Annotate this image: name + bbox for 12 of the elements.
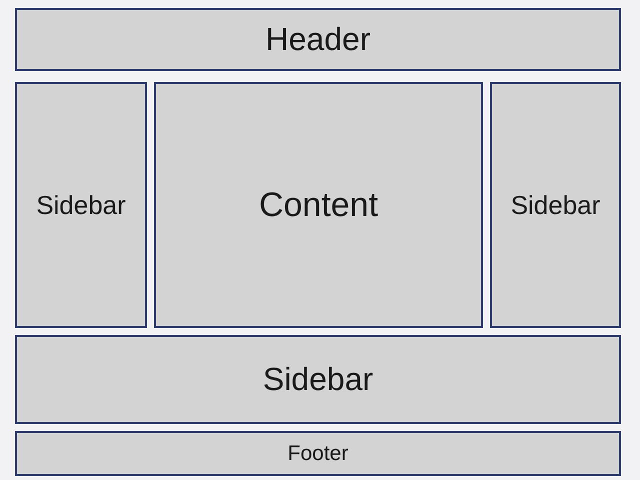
sidebar-box [490, 82, 621, 328]
box-label: Sidebar [510, 190, 600, 220]
sidebar-box [15, 335, 621, 424]
sidebar-box [15, 82, 147, 328]
footer-box [15, 431, 621, 476]
box-label: Sidebar [262, 361, 374, 398]
header-box [15, 8, 621, 71]
content-box [154, 82, 483, 328]
box-label: Sidebar [36, 190, 126, 220]
box-label: Content [258, 186, 378, 224]
box-label: Header [266, 21, 370, 58]
box-label: Footer [288, 442, 348, 466]
